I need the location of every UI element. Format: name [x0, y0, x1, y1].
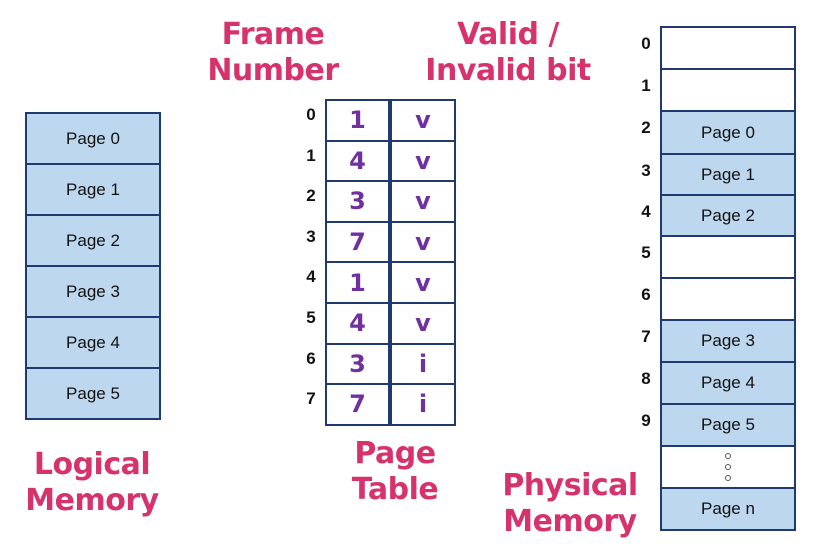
logical-page-cell: Page 1 — [25, 163, 161, 216]
logical-page-cell: Page 3 — [25, 265, 161, 318]
physical-frame-index: 5 — [641, 243, 651, 262]
valid-invalid-header-line2: Invalid bit — [425, 53, 591, 88]
page-table-index: 2 — [306, 186, 316, 206]
valid-bit-cell: v — [390, 99, 456, 142]
page-table-title-line2: Table — [351, 472, 439, 507]
physical-frame-index: 4 — [641, 202, 651, 221]
physical-frame-index: 8 — [641, 369, 651, 388]
valid-bit-cell: v — [390, 220, 456, 264]
physical-frame-cell — [660, 235, 796, 279]
page-table-title-line1: Page — [354, 436, 436, 471]
ellipsis-dot — [725, 475, 731, 481]
physical-frame-ellipsis — [660, 445, 796, 489]
physical-frame-index: 2 — [641, 118, 651, 137]
physical-frame-cell: Page n — [660, 487, 796, 531]
physical-memory-title-line1: Physical — [502, 468, 638, 503]
page-table-title: Page Table — [325, 436, 465, 508]
physical-memory-title-line2: Memory — [503, 504, 637, 539]
page-table-index: 3 — [306, 226, 316, 246]
page-table-index: 1 — [306, 145, 316, 165]
valid-invalid-header: Valid / Invalid bit — [418, 17, 598, 89]
physical-frame-cell — [660, 68, 796, 112]
frame-number-cell: 1 — [325, 261, 390, 304]
valid-invalid-header-line1: Valid / — [457, 17, 559, 52]
ellipsis-dot — [725, 453, 731, 459]
logical-memory-title-line1: Logical — [33, 447, 151, 482]
logical-page-cell: Page 0 — [25, 112, 161, 165]
physical-frame-index: 7 — [641, 327, 651, 346]
frame-number-cell: 3 — [325, 180, 390, 223]
frame-number-cell: 3 — [325, 342, 390, 386]
valid-bit-cell: v — [390, 139, 456, 183]
physical-frame-cell — [660, 277, 796, 321]
frame-number-cell: 4 — [325, 139, 390, 183]
page-table-index: 5 — [306, 308, 316, 327]
physical-frame-cell: Page 0 — [660, 110, 796, 155]
logical-memory-title-line2: Memory — [25, 483, 159, 518]
physical-frame-cell: Page 3 — [660, 319, 796, 363]
page-table-index: 0 — [306, 105, 316, 124]
frame-number-cell: 1 — [325, 99, 390, 142]
frame-number-cell: 7 — [325, 220, 390, 264]
physical-frame-cell: Page 2 — [660, 194, 796, 237]
frame-number-cell: 7 — [325, 383, 390, 426]
ellipsis-dot — [725, 464, 731, 470]
logical-page-cell: Page 2 — [25, 214, 161, 267]
logical-memory-title: Logical Memory — [22, 447, 162, 519]
physical-frame-cell: Page 1 — [660, 153, 796, 196]
frame-number-header-line1: Frame — [221, 17, 325, 52]
page-table-index: 4 — [306, 267, 316, 287]
ellipsis-dots — [662, 453, 794, 481]
logical-page-cell: Page 4 — [25, 316, 161, 369]
page-table-index: 6 — [306, 348, 316, 368]
logical-page-cell: Page 5 — [25, 367, 161, 420]
physical-frame-cell — [660, 26, 796, 70]
valid-bit-cell: v — [390, 180, 456, 223]
physical-frame-index: 0 — [641, 34, 651, 53]
physical-memory-title: Physical Memory — [500, 468, 640, 540]
frame-number-header-line2: Number — [207, 53, 339, 88]
valid-bit-cell: v — [390, 302, 456, 345]
valid-bit-cell: i — [390, 383, 456, 426]
physical-frame-cell: Page 4 — [660, 361, 796, 405]
physical-frame-index: 3 — [641, 161, 651, 180]
valid-bit-cell: v — [390, 261, 456, 304]
physical-frame-index: 6 — [641, 285, 651, 304]
physical-frame-index: 9 — [641, 411, 651, 430]
frame-number-cell: 4 — [325, 302, 390, 345]
valid-bit-cell: i — [390, 342, 456, 386]
page-table-index: 7 — [306, 389, 316, 409]
physical-frame-index: 1 — [641, 76, 651, 95]
physical-frame-cell: Page 5 — [660, 403, 796, 447]
frame-number-header: Frame Number — [203, 17, 343, 89]
